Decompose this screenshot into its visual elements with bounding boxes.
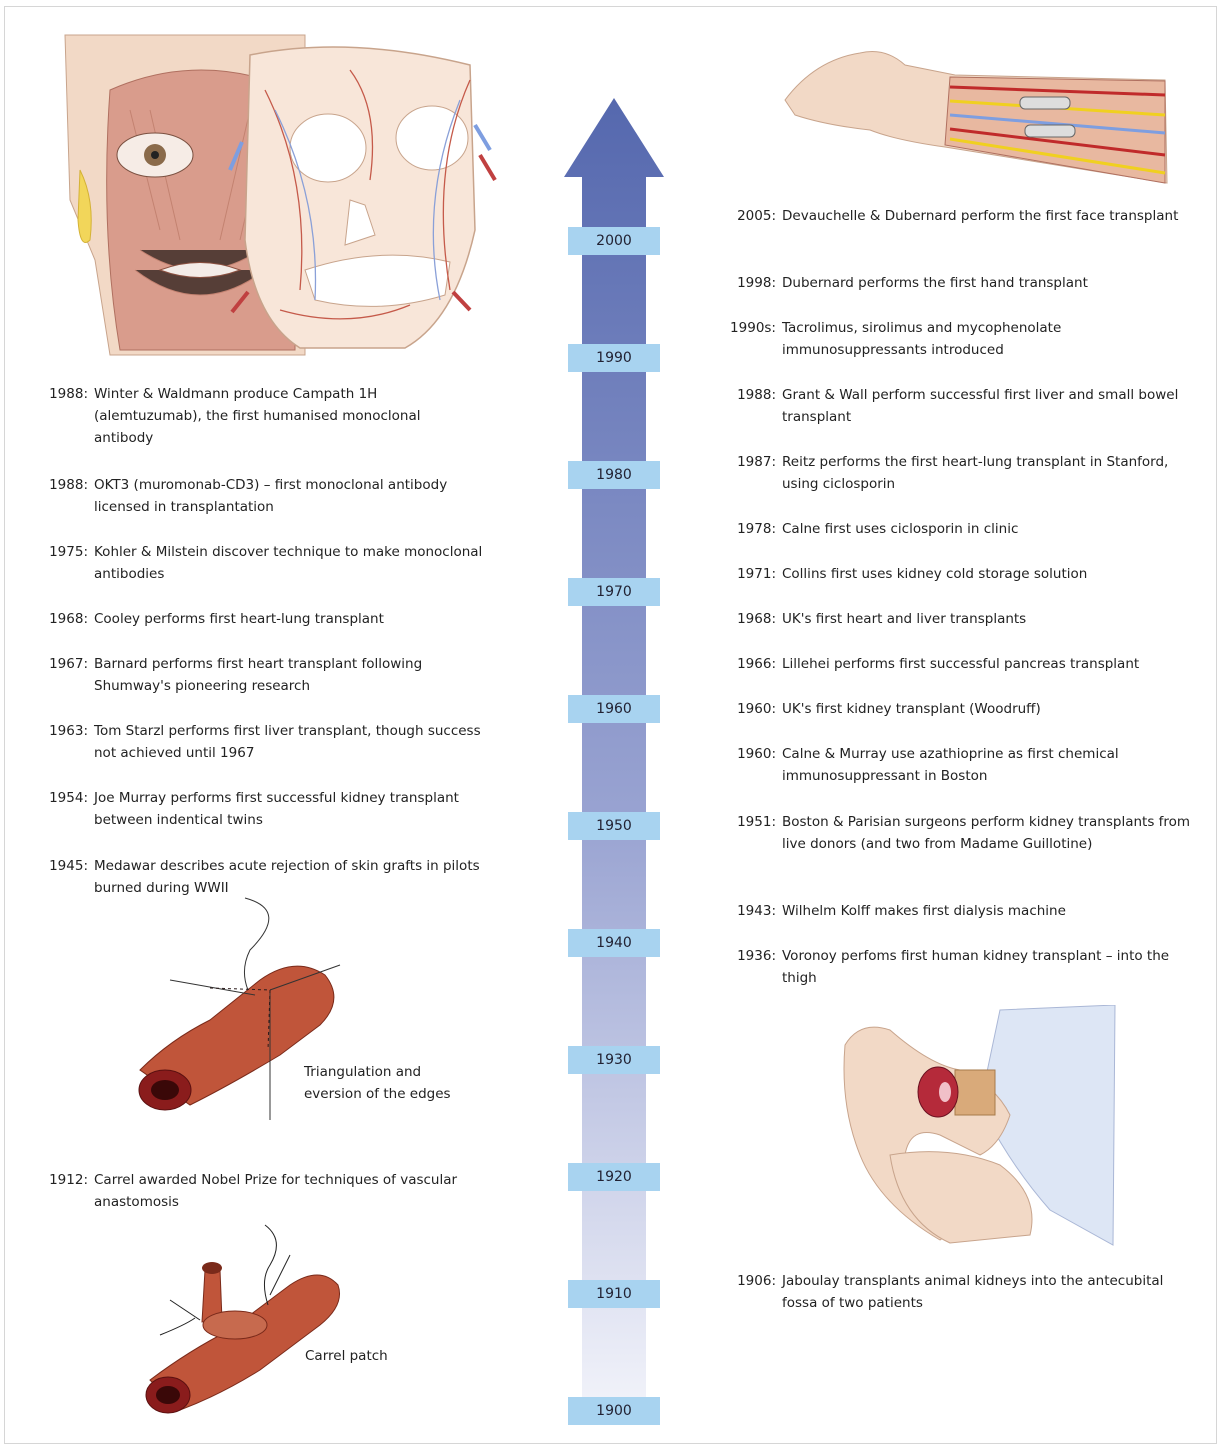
left-event-1967: 1967: Barnard performs first heart trans… bbox=[94, 653, 484, 697]
left-event-1968: 1968: Cooley performs first heart-lung t… bbox=[94, 608, 484, 630]
left-event-1963: 1963: Tom Starzl performs first liver tr… bbox=[94, 720, 484, 764]
hand-transplant-illustration bbox=[775, 35, 1175, 190]
right-event-1943: 1943: Wilhelm Kolff makes first dialysis… bbox=[782, 900, 1192, 922]
left-event-1945: 1945: Medawar describes acute rejection … bbox=[94, 855, 484, 899]
thigh-kidney-illustration bbox=[830, 1005, 1120, 1250]
left-event-1988-campath: 1988: Winter & Waldmann produce Campath … bbox=[94, 383, 484, 449]
right-event-1936: 1936: Voronoy perfoms first human kidney… bbox=[782, 945, 1192, 989]
right-event-1978: 1978: Calne first uses ciclosporin in cl… bbox=[782, 518, 1192, 540]
right-event-1906: 1906: Jaboulay transplants animal kidney… bbox=[782, 1270, 1192, 1314]
timeline-tick-1980: 1980 bbox=[568, 461, 660, 489]
timeline-tick-1970: 1970 bbox=[568, 578, 660, 606]
right-event-1951: 1951: Boston & Parisian surgeons perform… bbox=[782, 811, 1192, 855]
timeline-tick-2000: 2000 bbox=[568, 227, 660, 255]
timeline-arrow bbox=[560, 95, 670, 1430]
timeline-tick-1940: 1940 bbox=[568, 929, 660, 957]
face-transplant-illustration bbox=[50, 30, 500, 365]
right-event-1960-woodruff: 1960: UK's first kidney transplant (Wood… bbox=[782, 698, 1192, 720]
carrel-patch-caption: Carrel patch bbox=[305, 1345, 388, 1367]
right-event-1966: 1966: Lillehei performs first successful… bbox=[782, 653, 1192, 675]
timeline-tick-1960: 1960 bbox=[568, 695, 660, 723]
right-event-1971: 1971: Collins first uses kidney cold sto… bbox=[782, 563, 1192, 585]
right-event-1960-azathioprine: 1960: Calne & Murray use azathioprine as… bbox=[782, 743, 1192, 787]
right-event-1988: 1988: Grant & Wall perform successful fi… bbox=[782, 384, 1192, 428]
carrel-patch-illustration bbox=[140, 1210, 345, 1420]
triangulation-caption: Triangulation and eversion of the edges bbox=[304, 1061, 474, 1105]
timeline-tick-1930: 1930 bbox=[568, 1046, 660, 1074]
timeline-tick-1950: 1950 bbox=[568, 812, 660, 840]
right-event-1987: 1987: Reitz performs the first heart-lun… bbox=[782, 451, 1192, 495]
right-event-1990s: 1990s: Tacrolimus, sirolimus and mycophe… bbox=[782, 317, 1192, 361]
left-event-1975: 1975: Kohler & Milstein discover techniq… bbox=[94, 541, 484, 585]
left-event-1954: 1954: Joe Murray performs first successf… bbox=[94, 787, 484, 831]
right-event-2005: 2005: Devauchelle & Dubernard perform th… bbox=[782, 205, 1192, 227]
right-event-1998: 1998: Dubernard performs the first hand … bbox=[782, 272, 1192, 294]
timeline-tick-1900: 1900 bbox=[568, 1397, 660, 1425]
right-event-1968: 1968: UK's first heart and liver transpl… bbox=[782, 608, 1192, 630]
timeline-tick-1920: 1920 bbox=[568, 1163, 660, 1191]
timeline-tick-1990: 1990 bbox=[568, 344, 660, 372]
left-event-1988-okt3: 1988: OKT3 (muromonab-CD3) – first monoc… bbox=[94, 474, 484, 518]
timeline-tick-1910: 1910 bbox=[568, 1280, 660, 1308]
left-event-1912: 1912: Carrel awarded Nobel Prize for tec… bbox=[94, 1169, 484, 1213]
